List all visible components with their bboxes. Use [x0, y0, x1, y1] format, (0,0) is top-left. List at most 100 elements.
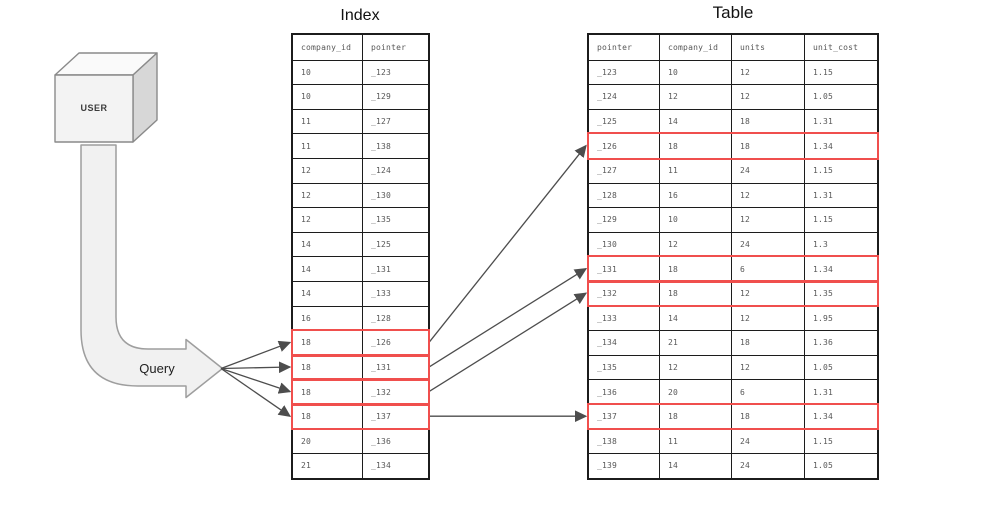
- table-cell: _136: [589, 380, 660, 404]
- table-cell: _133: [371, 289, 392, 299]
- table-cell: 6: [732, 380, 805, 404]
- table-cell: _127: [371, 117, 392, 127]
- table-row: 21_134: [293, 453, 428, 478]
- table-cell: _128: [371, 313, 392, 323]
- table-cell: _131: [371, 363, 392, 373]
- table-cell: _128: [589, 183, 660, 208]
- table-cell: 16: [660, 183, 732, 208]
- table-cell: 1.3: [813, 240, 829, 250]
- table-cell: 18: [293, 404, 363, 429]
- table-cell: 14: [293, 257, 363, 281]
- column-header: units: [732, 35, 805, 60]
- table-cell: 1.15: [813, 436, 834, 446]
- table-cell: 18: [293, 355, 363, 380]
- arrow-layer: [220, 144, 588, 423]
- table-cell: 1.36: [813, 338, 834, 348]
- table-cell: _134: [589, 331, 660, 355]
- table-cell: 1.05: [813, 461, 834, 471]
- table-cell: 1.15: [813, 215, 834, 225]
- table-row: 16 _128: [293, 305, 428, 331]
- table-row: 12 _130: [293, 182, 428, 208]
- table-cell: 12: [660, 232, 732, 257]
- table-cell: _126: [589, 134, 660, 158]
- table-cell: 12: [660, 85, 732, 109]
- table-cell: _127: [589, 158, 660, 183]
- table-cell: _132: [371, 387, 392, 397]
- column-header: pointer: [371, 42, 407, 52]
- table-cell: 10: [660, 208, 732, 232]
- table-cell: 1.15: [813, 166, 834, 176]
- table-cell: 1.34: [813, 412, 834, 422]
- table-cell: 24: [732, 429, 805, 454]
- table-cell: 14: [293, 281, 363, 306]
- table-cell: _138: [371, 141, 392, 151]
- query-to-index-arrow: [220, 340, 292, 370]
- table-row: 11_138: [293, 133, 428, 158]
- table-cell: _137: [371, 412, 392, 422]
- table-cell: 1.31: [813, 117, 834, 127]
- table-row: 14_125: [293, 231, 428, 257]
- table-cell: 18: [732, 404, 805, 429]
- table-cell: 1.05: [813, 92, 834, 102]
- table-cell: 11: [660, 429, 732, 454]
- table-cell: 12: [732, 208, 805, 232]
- query-arrow-label: Query: [139, 361, 175, 376]
- table-cell: _126: [371, 338, 392, 348]
- table-cell: 10: [293, 60, 363, 85]
- user-cube-front-face: [54, 74, 134, 143]
- table-cell: _135: [371, 215, 392, 225]
- table-cell: 12: [732, 306, 805, 331]
- table-cell: _136: [371, 436, 392, 446]
- table-cell: 18: [660, 281, 732, 306]
- index-to-table-arrow: [428, 144, 587, 343]
- query-to-index-arrow: [220, 367, 292, 417]
- table-cell: 18: [660, 257, 732, 281]
- table-cell: _130: [371, 190, 392, 200]
- table-cell: _124: [371, 166, 392, 176]
- table-cell: _133: [589, 306, 660, 331]
- table-cell: 12: [293, 208, 363, 232]
- table-cell: 10: [660, 60, 732, 85]
- table-cell: 14: [660, 306, 732, 331]
- table-cell: 1.34: [813, 141, 834, 151]
- table-cell: 18: [660, 134, 732, 158]
- table-cell: 18: [732, 134, 805, 158]
- table-cell: _124: [589, 85, 660, 109]
- table-cell: 21: [293, 454, 363, 478]
- table-row: 14 _133: [293, 280, 428, 306]
- query-arrow-shape: [80, 144, 224, 399]
- table-cell: _125: [589, 109, 660, 134]
- table-cell: 14: [293, 232, 363, 257]
- table-cell: 18: [732, 331, 805, 355]
- table-cell: 16: [293, 306, 363, 331]
- table-cell: 1.34: [813, 264, 834, 274]
- table-cell: _137: [589, 404, 660, 429]
- index-to-table-arrow: [428, 267, 588, 368]
- table-cell: 1.95: [813, 313, 834, 323]
- table-cell: 18: [660, 404, 732, 429]
- table-cell: 12: [293, 183, 363, 208]
- column-header: pointer: [589, 35, 660, 60]
- table-cell: 11: [293, 109, 363, 134]
- query-to-index-arrow: [220, 367, 292, 394]
- user-cube-label: USER: [80, 103, 108, 113]
- table-row: 12_124: [293, 157, 428, 183]
- table-row: 14_131: [293, 256, 428, 281]
